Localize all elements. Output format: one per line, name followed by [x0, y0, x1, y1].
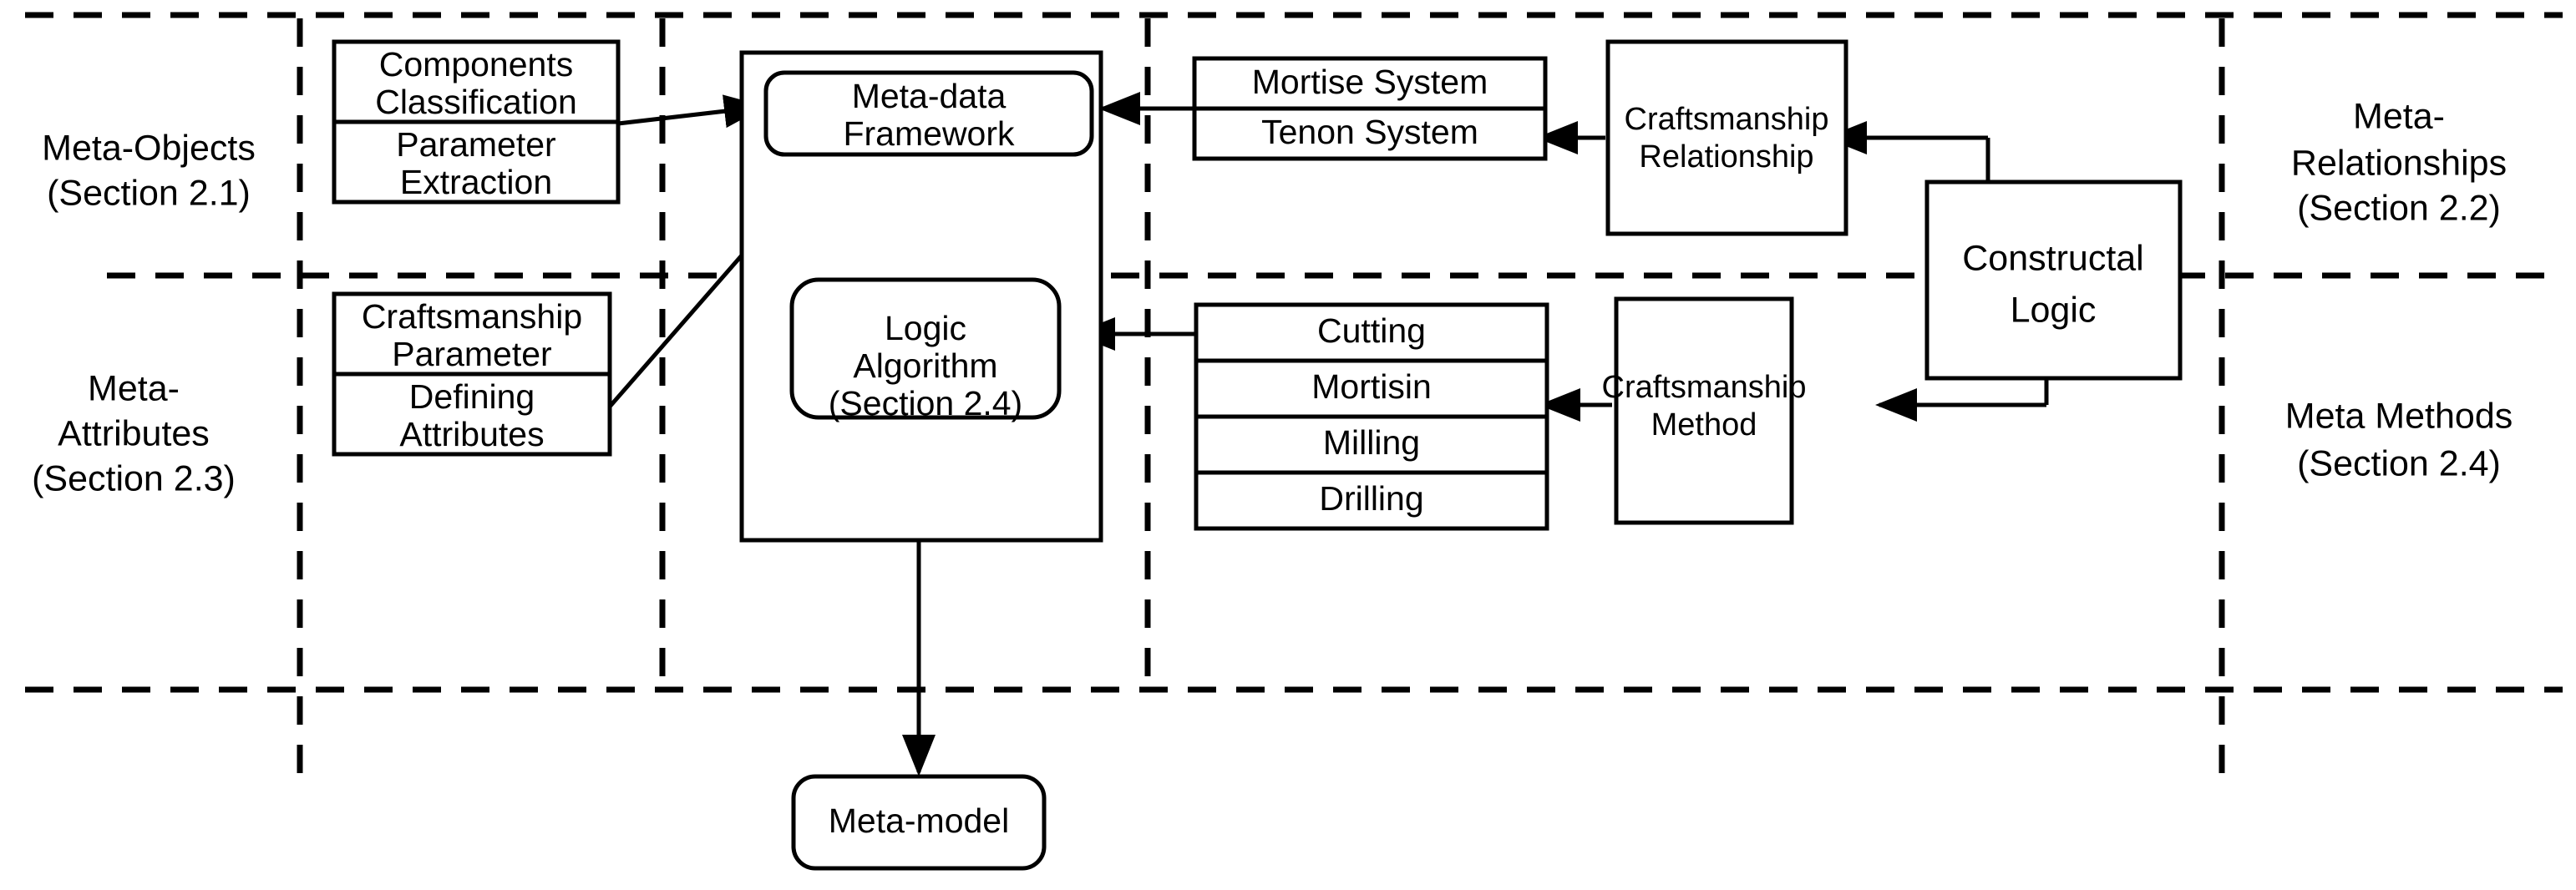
defining-attributes-line1: Defining: [409, 377, 535, 416]
logic-algorithm-line1: Logic: [885, 309, 966, 347]
methods-list-item-2: Milling: [1323, 423, 1420, 462]
meta-data-framework-line1: Meta-data: [852, 77, 1007, 115]
craftsmanship-method-line1: Craftsmanship: [1602, 370, 1807, 405]
meta-relationships-line1: Meta-: [2353, 96, 2445, 136]
meta-attributes-line3: (Section 2.3): [32, 458, 236, 498]
parameter-extraction-line2: Extraction: [400, 163, 552, 201]
components-classification-parameter-extraction-box[interactable]: Components Classification Parameter Extr…: [332, 39, 621, 205]
craftsmanship-method-box[interactable]: [1614, 296, 1794, 525]
meta-objects-line2: (Section 2.1): [47, 173, 251, 213]
craftsmanship-relationship-line1: Craftsmanship: [1625, 102, 1829, 137]
logic-algorithm-node[interactable]: Logic Algorithm (Section 2.4): [789, 277, 1062, 422]
meta-model-box[interactable]: [791, 774, 1047, 871]
methods-list-cell-3[interactable]: [1194, 470, 1549, 531]
craftsmanship-method-node[interactable]: Craftsmanship Method: [1602, 296, 1807, 525]
zone-divider-lines: [25, 12, 2563, 791]
components-classification-line1: Components: [379, 45, 573, 83]
tenon-system-label: Tenon System: [1261, 113, 1478, 151]
craftsmanship-parameter-line2: Parameter: [392, 335, 551, 373]
methods-list-item-0: Cutting: [1317, 311, 1426, 350]
components-classification-line2: Classification: [375, 83, 577, 121]
meta-attributes-line1: Meta-: [88, 368, 180, 408]
constructal-logic-line1: Constructal: [1962, 238, 2143, 278]
constructal-logic-box[interactable]: [1924, 180, 2183, 381]
meta-methods-line2: (Section 2.4): [2297, 443, 2501, 483]
meta-data-framework-node[interactable]: Meta-data Framework: [763, 70, 1094, 157]
logic-algorithm-line3: (Section 2.4): [829, 384, 1022, 422]
meta-methods-line1: Meta Methods: [2285, 396, 2513, 436]
zone-label-meta-objects: Meta-Objects (Section 2.1): [42, 128, 256, 213]
craftsmanship-parameter-defining-attributes-box[interactable]: Craftsmanship Parameter Defining Attribu…: [332, 291, 612, 457]
methods-list-box[interactable]: Cutting Mortisin Milling Drilling: [1194, 302, 1549, 531]
methods-list-item-1: Mortisin: [1311, 367, 1432, 406]
meta-objects-line1: Meta-Objects: [42, 128, 256, 168]
meta-data-framework-line2: Framework: [843, 114, 1015, 153]
zone-label-meta-methods: Meta Methods (Section 2.4): [2285, 396, 2513, 483]
tenon-system-cell[interactable]: [1192, 106, 1548, 161]
defining-attributes-line2: Attributes: [399, 415, 544, 453]
defining-attributes-cell[interactable]: [332, 372, 612, 457]
craftsmanship-relationship-node[interactable]: Craftsmanship Relationship: [1605, 39, 1848, 236]
craftsmanship-relationship-line2: Relationship: [1639, 139, 1813, 174]
meta-relationships-line3: (Section 2.2): [2297, 188, 2501, 228]
mortise-tenon-system-box[interactable]: Mortise System Tenon System: [1192, 56, 1548, 161]
meta-relationships-line2: Relationships: [2291, 143, 2507, 183]
craftsmanship-method-line2: Method: [1651, 407, 1757, 442]
meta-model-line1: Meta-model: [829, 802, 1009, 840]
craftsmanship-parameter-line1: Craftsmanship: [362, 297, 582, 336]
zone-label-meta-attributes: Meta- Attributes (Section 2.3): [32, 368, 236, 498]
parameter-extraction-line1: Parameter: [396, 125, 555, 164]
logic-algorithm-box[interactable]: [789, 277, 1062, 420]
parameter-extraction-cell[interactable]: [332, 119, 621, 205]
constructal-logic-node[interactable]: Constructal Logic: [1924, 180, 2183, 381]
constructal-logic-line2: Logic: [2011, 290, 2097, 330]
mortise-system-cell[interactable]: [1192, 56, 1548, 111]
meta-data-framework-box[interactable]: [763, 70, 1094, 157]
meta-attributes-line2: Attributes: [58, 413, 210, 453]
logic-algorithm-line2: Algorithm: [853, 346, 997, 385]
methods-list-cell-2[interactable]: [1194, 414, 1549, 475]
mortise-system-label: Mortise System: [1252, 63, 1488, 101]
craftsmanship-relationship-box[interactable]: [1605, 39, 1848, 236]
methods-list-item-3: Drilling: [1319, 479, 1423, 518]
connector-components-to-framework: [617, 94, 766, 129]
zone-label-meta-relationships: Meta- Relationships (Section 2.2): [2291, 96, 2507, 228]
meta-model-node[interactable]: Meta-model: [791, 774, 1047, 871]
